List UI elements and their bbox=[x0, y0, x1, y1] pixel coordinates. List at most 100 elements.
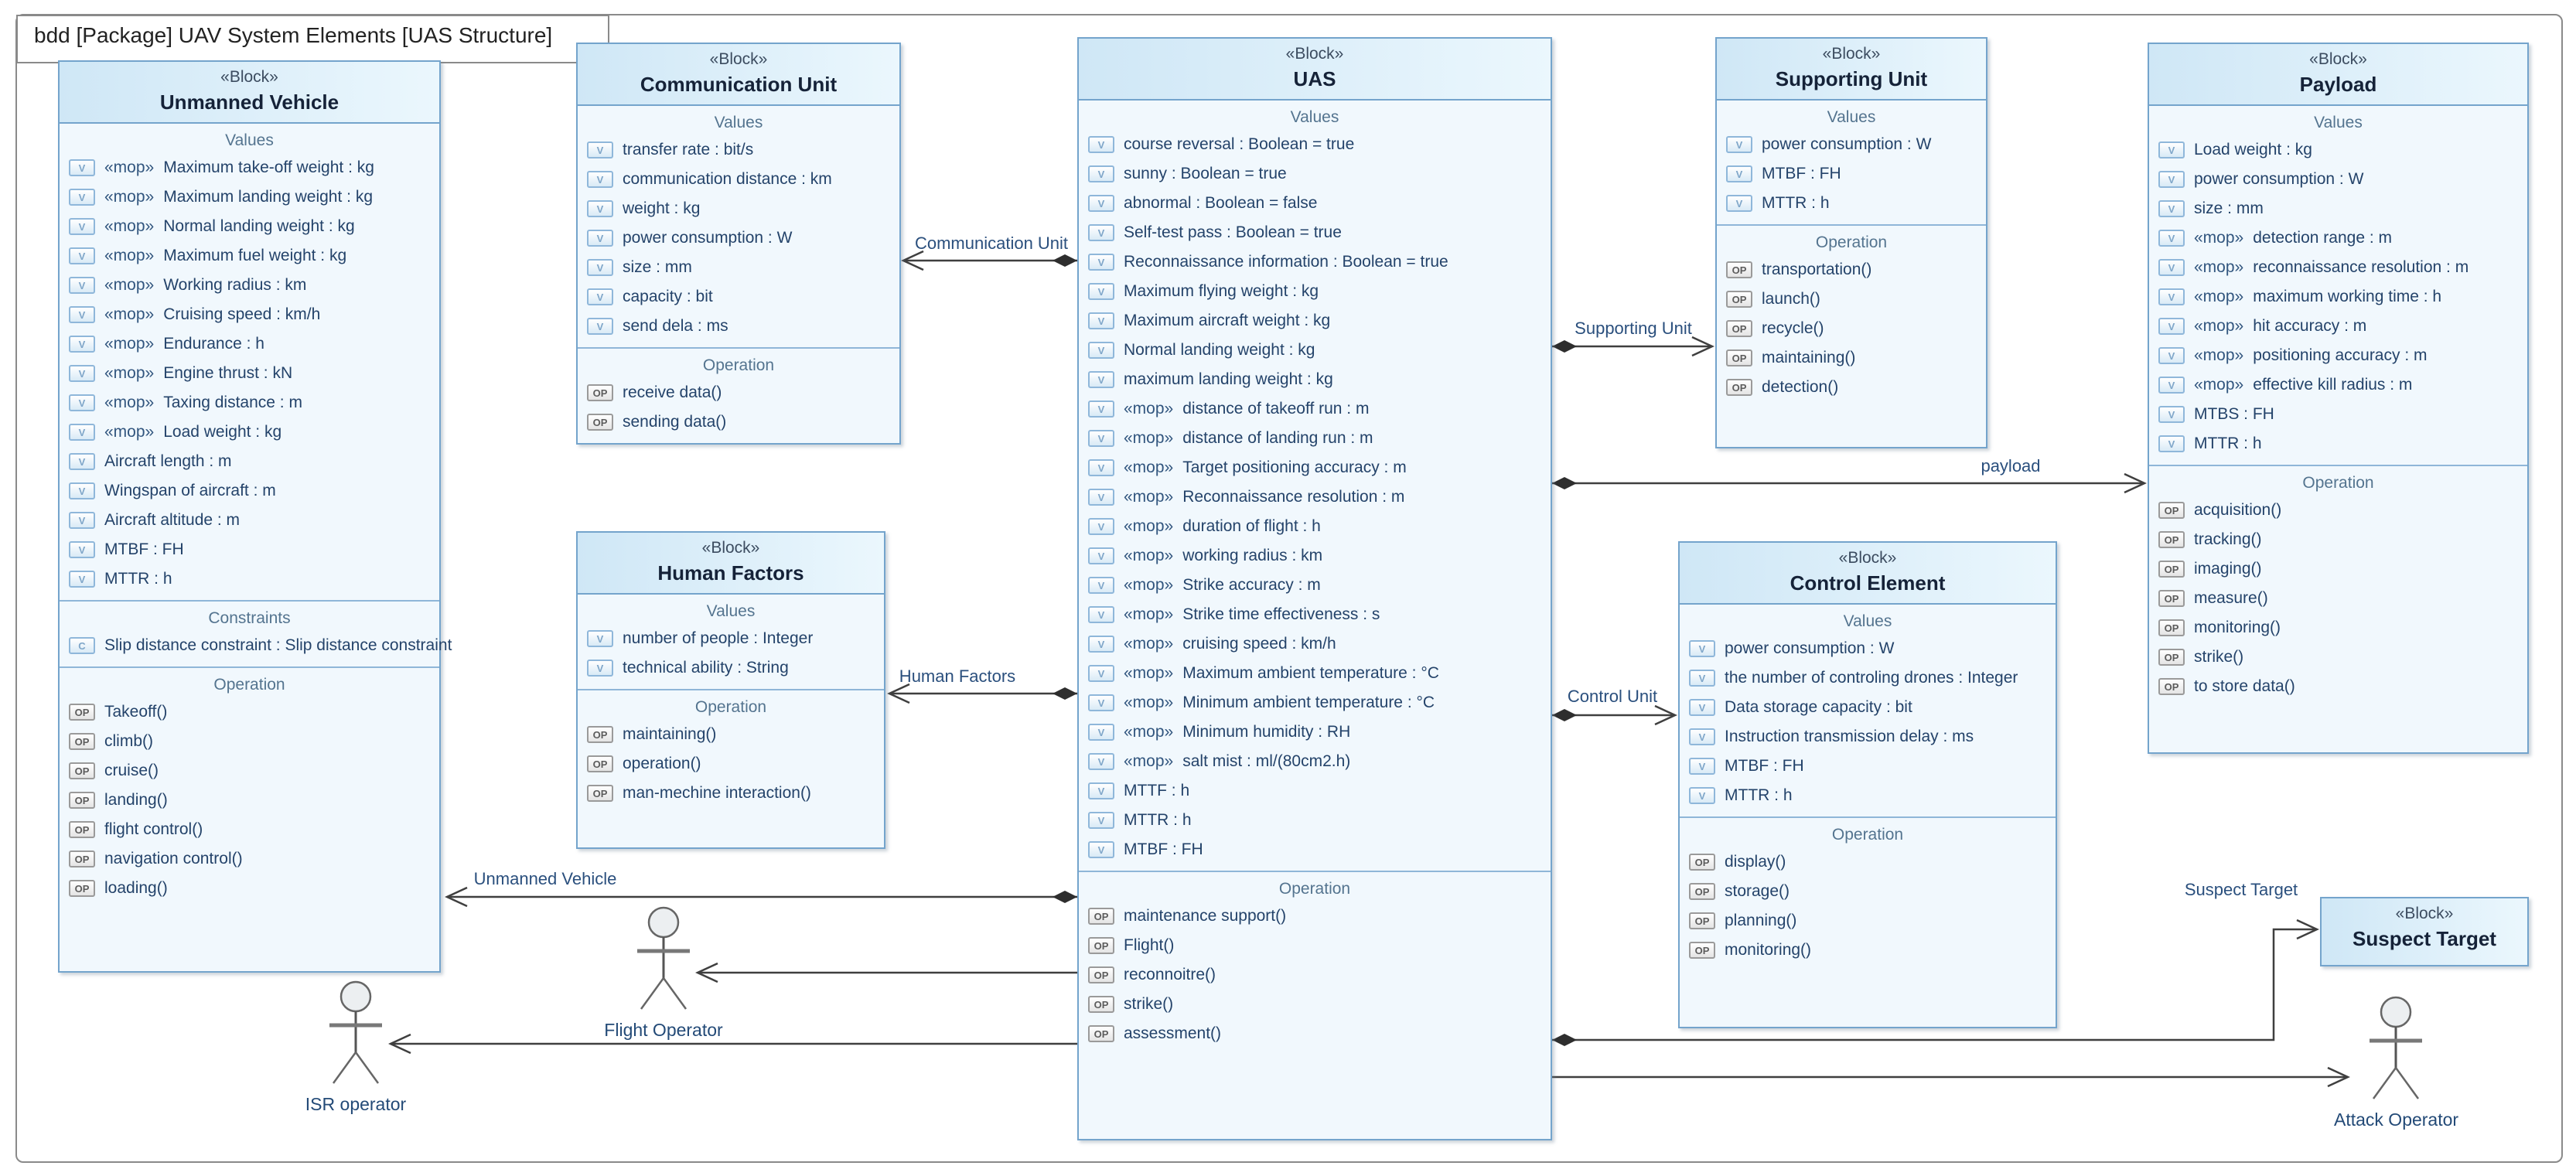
actor-flight-operator[interactable]: Flight Operator bbox=[602, 906, 725, 1041]
block-member-row[interactable]: C Slip distance constraint : Slip distan… bbox=[60, 631, 452, 660]
edge-line-suspect-target[interactable] bbox=[1552, 928, 2317, 1041]
block-member-row[interactable]: OP loading() bbox=[60, 874, 439, 903]
block-member-row[interactable]: V power consumption : W bbox=[1717, 130, 1986, 159]
block-member-row[interactable]: V «mop» Normal landing weight : kg bbox=[60, 212, 439, 241]
block-member-row[interactable]: V «mop» Strike time effectiveness : s bbox=[1079, 600, 1551, 629]
block-member-row[interactable]: V «mop» Endurance : h bbox=[60, 329, 439, 359]
block-member-row[interactable]: OP Takeoff() bbox=[60, 697, 439, 727]
block-member-row[interactable]: OP measure() bbox=[2149, 584, 2527, 613]
block-member-row[interactable]: V Aircraft length : m bbox=[60, 447, 439, 476]
block-member-row[interactable]: V capacity : bit bbox=[578, 282, 899, 312]
block-member-row[interactable]: OP reconnoitre() bbox=[1079, 960, 1551, 990]
block-member-row[interactable]: OP transportation() bbox=[1717, 255, 1986, 285]
block-member-row[interactable]: V Aircraft altitude : m bbox=[60, 506, 439, 535]
block-member-row[interactable]: OP sending data() bbox=[578, 407, 899, 437]
block-member-row[interactable]: OP maintaining() bbox=[1717, 343, 1986, 373]
block-member-row[interactable]: V MTBF : FH bbox=[60, 535, 439, 564]
block-member-row[interactable]: V the number of controling drones : Inte… bbox=[1680, 663, 2056, 693]
block-member-row[interactable]: V power consumption : W bbox=[1680, 634, 2056, 663]
block-member-row[interactable]: V transfer rate : bit/s bbox=[578, 135, 899, 165]
block-member-row[interactable]: V «mop» Minimum ambient temperature : °C bbox=[1079, 688, 1551, 718]
block-member-row[interactable]: V size : mm bbox=[2149, 194, 2527, 223]
block-member-row[interactable]: V communication distance : km bbox=[578, 165, 899, 194]
block-member-row[interactable]: V number of people : Integer bbox=[578, 624, 884, 653]
block-member-row[interactable]: V «mop» cruising speed : km/h bbox=[1079, 629, 1551, 659]
block-control-element[interactable]: «Block» Control Element Values V power c… bbox=[1678, 541, 2057, 1028]
block-member-row[interactable]: V «mop» salt mist : ml/(80cm2.h) bbox=[1079, 747, 1551, 776]
block-member-row[interactable]: V «mop» Maximum landing weight : kg bbox=[60, 182, 439, 212]
block-member-row[interactable]: OP man-mechine interaction() bbox=[578, 779, 884, 808]
block-member-row[interactable]: V MTBF : FH bbox=[1079, 835, 1551, 864]
block-member-row[interactable]: V MTTR : h bbox=[1717, 189, 1986, 218]
block-member-row[interactable]: OP planning() bbox=[1680, 906, 2056, 936]
block-member-row[interactable]: V MTTF : h bbox=[1079, 776, 1551, 806]
block-member-row[interactable]: OP navigation control() bbox=[60, 844, 439, 874]
block-member-row[interactable]: V MTTR : h bbox=[2149, 429, 2527, 458]
block-member-row[interactable]: OP operation() bbox=[578, 749, 884, 779]
block-payload[interactable]: «Block» Payload Values V Load weight : k… bbox=[2148, 43, 2529, 754]
block-member-row[interactable]: V «mop» Engine thrust : kN bbox=[60, 359, 439, 388]
block-member-row[interactable]: V «mop» positioning accuracy : m bbox=[2149, 341, 2527, 370]
block-member-row[interactable]: OP assessment() bbox=[1079, 1019, 1551, 1048]
block-member-row[interactable]: V MTTR : h bbox=[60, 564, 439, 594]
block-member-row[interactable]: V MTBF : FH bbox=[1680, 752, 2056, 781]
block-member-row[interactable]: V «mop» hit accuracy : m bbox=[2149, 312, 2527, 341]
block-member-row[interactable]: V «mop» Strike accuracy : m bbox=[1079, 571, 1551, 600]
block-communication-unit[interactable]: «Block» Communication Unit Values V tran… bbox=[576, 43, 901, 445]
block-member-row[interactable]: OP tracking() bbox=[2149, 525, 2527, 554]
block-member-row[interactable]: OP display() bbox=[1680, 847, 2056, 877]
block-member-row[interactable]: V «mop» distance of landing run : m bbox=[1079, 424, 1551, 453]
block-member-row[interactable]: V MTBS : FH bbox=[2149, 400, 2527, 429]
edge-label-unmanned-vehicle[interactable]: Unmanned Vehicle bbox=[473, 869, 617, 888]
block-member-row[interactable]: V «mop» working radius : km bbox=[1079, 541, 1551, 571]
block-member-row[interactable]: V «mop» maximum working time : h bbox=[2149, 282, 2527, 312]
block-member-row[interactable]: OP flight control() bbox=[60, 815, 439, 844]
block-member-row[interactable]: V course reversal : Boolean = true bbox=[1079, 130, 1551, 159]
block-member-row[interactable]: V Data storage capacity : bit bbox=[1680, 693, 2056, 722]
block-member-row[interactable]: OP to store data() bbox=[2149, 672, 2527, 701]
block-member-row[interactable]: V «mop» Working radius : km bbox=[60, 271, 439, 300]
edge-label-supporting-unit[interactable]: Supporting Unit bbox=[1575, 319, 1692, 338]
block-unmanned-vehicle[interactable]: «Block» Unmanned Vehicle Values V «mop» … bbox=[58, 60, 452, 973]
block-member-row[interactable]: OP strike() bbox=[1079, 990, 1551, 1019]
block-member-row[interactable]: V Self-test pass : Boolean = true bbox=[1079, 218, 1551, 247]
block-member-row[interactable]: V Normal landing weight : kg bbox=[1079, 336, 1551, 365]
edge-label-payload[interactable]: payload bbox=[1981, 456, 2041, 476]
block-member-row[interactable]: V Maximum flying weight : kg bbox=[1079, 277, 1551, 306]
block-member-row[interactable]: V abnormal : Boolean = false bbox=[1079, 189, 1551, 218]
block-member-row[interactable]: V Instruction transmission delay : ms bbox=[1680, 722, 2056, 752]
block-member-row[interactable]: OP detection() bbox=[1717, 373, 1986, 402]
block-member-row[interactable]: V «mop» Maximum fuel weight : kg bbox=[60, 241, 439, 271]
block-member-row[interactable]: OP storage() bbox=[1680, 877, 2056, 906]
block-member-row[interactable]: V «mop» Target positioning accuracy : m bbox=[1079, 453, 1551, 482]
block-member-row[interactable]: V weight : kg bbox=[578, 194, 899, 223]
block-member-row[interactable]: V «mop» detection range : m bbox=[2149, 223, 2527, 253]
block-member-row[interactable]: OP launch() bbox=[1717, 285, 1986, 314]
block-member-row[interactable]: V power consumption : W bbox=[2149, 165, 2527, 194]
block-member-row[interactable]: V maximum landing weight : kg bbox=[1079, 365, 1551, 394]
block-member-row[interactable]: V sunny : Boolean = true bbox=[1079, 159, 1551, 189]
block-member-row[interactable]: OP monitoring() bbox=[1680, 936, 2056, 965]
block-member-row[interactable]: V technical ability : String bbox=[578, 653, 884, 683]
block-member-row[interactable]: V «mop» effective kill radius : m bbox=[2149, 370, 2527, 400]
block-member-row[interactable]: V «mop» Maximum ambient temperature : °C bbox=[1079, 659, 1551, 688]
actor-isr-operator[interactable]: ISR operator bbox=[294, 980, 418, 1115]
block-member-row[interactable]: V MTBF : FH bbox=[1717, 159, 1986, 189]
block-member-row[interactable]: OP climb() bbox=[60, 727, 439, 756]
block-member-row[interactable]: V Wingspan of aircraft : m bbox=[60, 476, 439, 506]
block-member-row[interactable]: V «mop» Reconnaissance resolution : m bbox=[1079, 482, 1551, 512]
actor-attack-operator[interactable]: Attack Operator bbox=[2334, 996, 2458, 1130]
block-member-row[interactable]: V «mop» Maximum take-off weight : kg bbox=[60, 153, 439, 182]
block-member-row[interactable]: V size : mm bbox=[578, 253, 899, 282]
block-member-row[interactable]: V MTTR : h bbox=[1079, 806, 1551, 835]
block-member-row[interactable]: OP maintaining() bbox=[578, 720, 884, 749]
block-member-row[interactable]: OP strike() bbox=[2149, 643, 2527, 672]
block-member-row[interactable]: OP recycle() bbox=[1717, 314, 1986, 343]
block-member-row[interactable]: V «mop» Load weight : kg bbox=[60, 418, 439, 447]
block-member-row[interactable]: V power consumption : W bbox=[578, 223, 899, 253]
block-member-row[interactable]: V «mop» duration of flight : h bbox=[1079, 512, 1551, 541]
block-member-row[interactable]: V send dela : ms bbox=[578, 312, 899, 341]
edge-label-human-factors[interactable]: Human Factors bbox=[899, 666, 1016, 686]
block-supporting-unit[interactable]: «Block» Supporting Unit Values V power c… bbox=[1715, 37, 1987, 448]
block-member-row[interactable]: V «mop» distance of takeoff run : m bbox=[1079, 394, 1551, 424]
